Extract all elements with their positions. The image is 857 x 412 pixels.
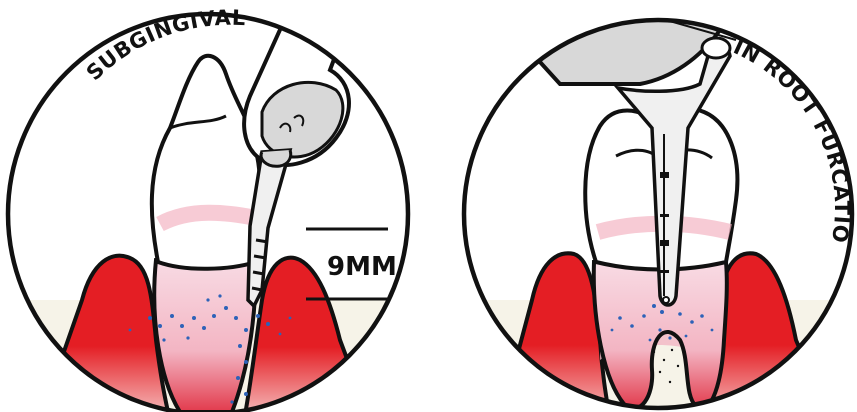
depth-label: 9MM [327, 252, 397, 282]
panel-subgingival: SUBGINGIVAL 9MM [0, 0, 420, 412]
tooth-icon [152, 56, 261, 269]
tooth-root [154, 260, 256, 412]
